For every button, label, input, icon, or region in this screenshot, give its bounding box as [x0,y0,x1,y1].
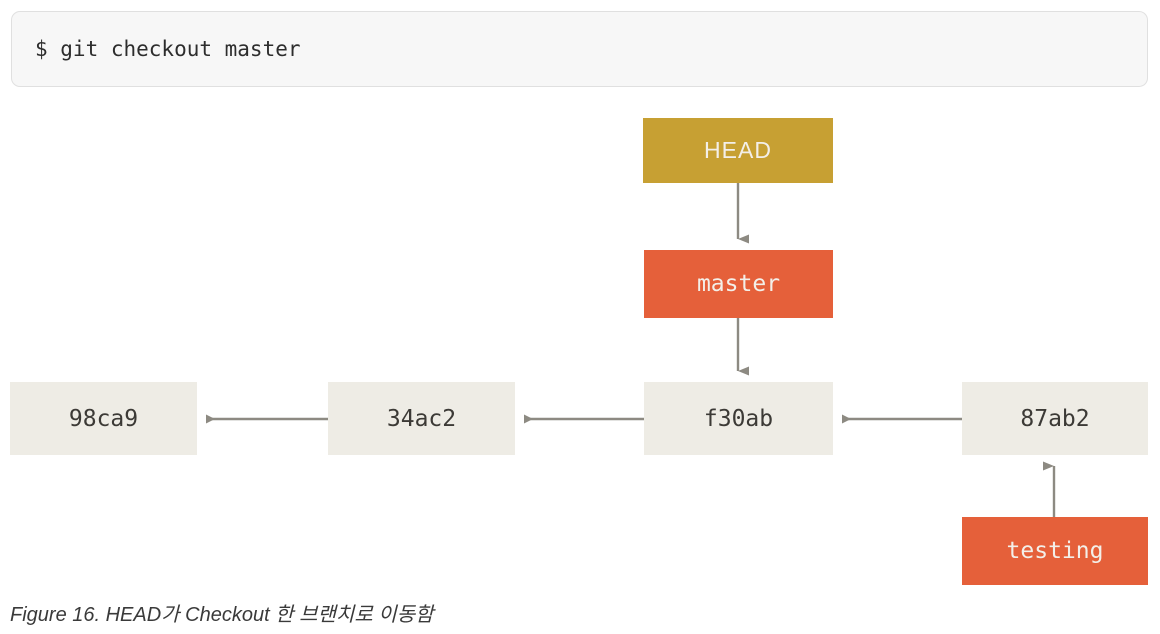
node-head-label: HEAD [704,137,772,163]
node-commit-34ac2: 34ac2 [328,382,515,455]
node-commit-98ca9-label: 98ca9 [68,405,139,432]
node-branch-master: master [644,250,833,318]
command-block: $ git checkout master [11,11,1148,87]
node-commit-87ab2-label: 87ab2 [1020,405,1090,432]
node-head: HEAD [643,118,833,183]
node-branch-master-label: master [696,271,781,297]
command-line-text: $ git checkout master [35,37,301,61]
node-commit-98ca9: 98ca9 [10,382,197,455]
node-commit-f30ab-label: f30ab [703,405,774,432]
node-branch-testing: testing [962,517,1148,585]
node-commit-87ab2: 87ab2 [962,382,1148,455]
git-branch-diagram: HEAD master 98ca9 34ac2 f30ab 87ab2 test… [10,118,1148,585]
node-commit-f30ab: f30ab [644,382,833,455]
node-branch-testing-label: testing [1006,538,1104,564]
figure-caption: Figure 16. HEAD가 Checkout 한 브랜치로 이동함 [10,604,434,626]
diagram-arrows [206,183,1056,517]
node-commit-34ac2-label: 34ac2 [386,405,457,432]
